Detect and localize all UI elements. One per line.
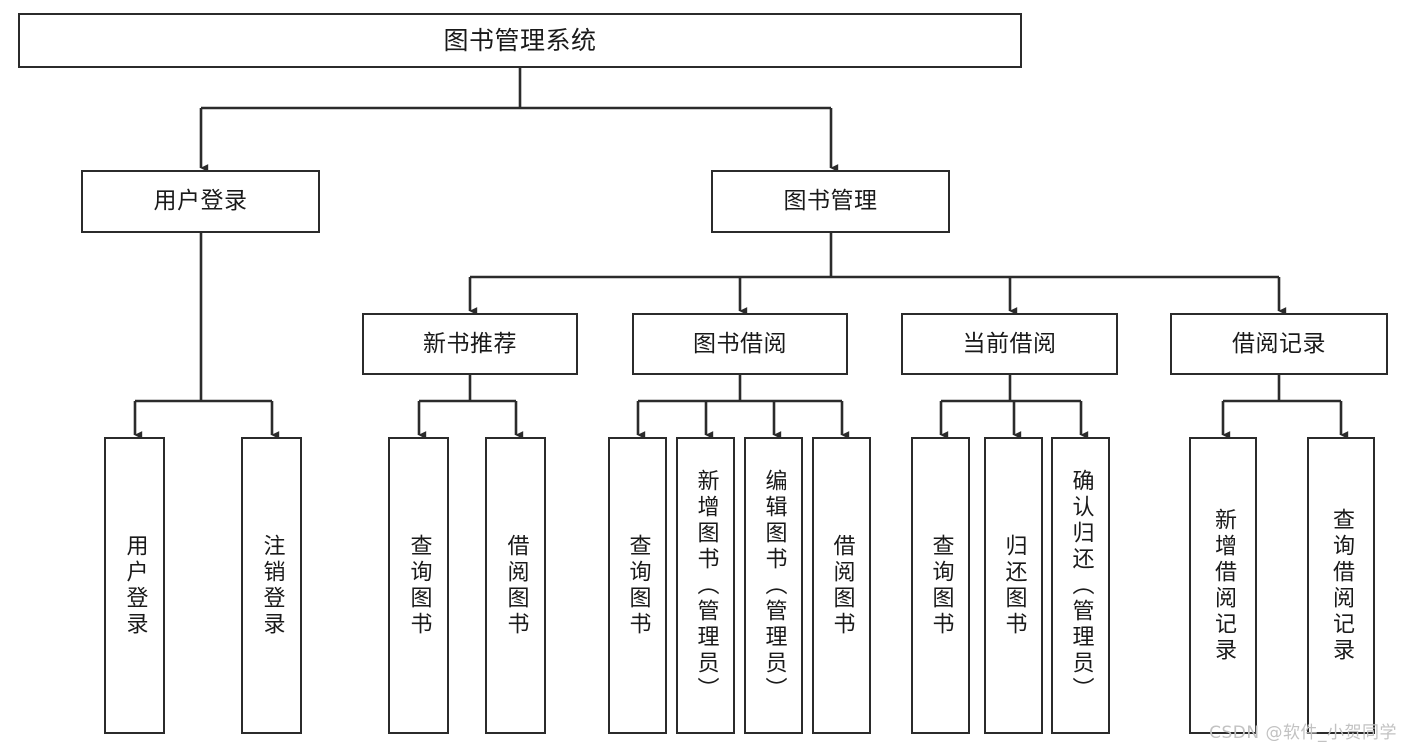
node-label: 编辑图书（管理员） — [761, 468, 787, 703]
node-leaf-bb-borrow[interactable]: 借阅图书 — [812, 437, 871, 734]
node-leaf-cb-return[interactable]: 归还图书 — [984, 437, 1043, 734]
node-leaf-br-query[interactable]: 查询借阅记录 — [1307, 437, 1375, 734]
node-leaf-user-logout[interactable]: 注销登录 — [241, 437, 302, 734]
node-label: 用户登录 — [153, 188, 248, 215]
node-leaf-nb-borrow[interactable]: 借阅图书 — [485, 437, 546, 734]
node-user-login[interactable]: 用户登录 — [81, 170, 320, 233]
node-book-manage[interactable]: 图书管理 — [711, 170, 950, 233]
node-label: 查询图书 — [625, 533, 651, 638]
node-label: 用户登录 — [122, 533, 148, 638]
node-leaf-cb-query[interactable]: 查询图书 — [911, 437, 970, 734]
node-label: 当前借阅 — [962, 330, 1057, 357]
node-label: 借阅图书 — [503, 533, 529, 638]
node-borrow-record[interactable]: 借阅记录 — [1170, 313, 1388, 375]
node-leaf-user-login[interactable]: 用户登录 — [104, 437, 165, 734]
node-root[interactable]: 图书管理系统 — [18, 13, 1022, 68]
node-label: 查询图书 — [406, 533, 432, 638]
node-label: 借阅图书 — [829, 533, 855, 638]
node-leaf-nb-query[interactable]: 查询图书 — [388, 437, 449, 734]
node-leaf-bb-edit[interactable]: 编辑图书（管理员） — [744, 437, 803, 734]
node-current-borrow[interactable]: 当前借阅 — [901, 313, 1118, 375]
node-label: 图书借阅 — [693, 330, 787, 357]
node-leaf-bb-query[interactable]: 查询图书 — [608, 437, 667, 734]
node-label: 借阅记录 — [1232, 330, 1326, 357]
node-label: 确认归还（管理员） — [1068, 468, 1094, 703]
node-label: 新增借阅记录 — [1211, 507, 1236, 664]
watermark-label: CSDN @软件_小贺同学 — [1209, 723, 1397, 743]
node-leaf-bb-add[interactable]: 新增图书（管理员） — [676, 437, 735, 734]
node-label: 新书推荐 — [423, 330, 517, 357]
node-label: 查询借阅记录 — [1329, 507, 1354, 664]
node-leaf-cb-confirm[interactable]: 确认归还（管理员） — [1051, 437, 1110, 734]
connector-paths — [133, 68, 1349, 439]
node-label: 图书管理 — [783, 188, 878, 215]
node-label: 查询图书 — [928, 533, 954, 638]
node-leaf-br-add[interactable]: 新增借阅记录 — [1189, 437, 1257, 734]
node-book-borrow[interactable]: 图书借阅 — [632, 313, 848, 375]
node-label: 新增图书（管理员） — [693, 468, 719, 703]
node-label: 注销登录 — [259, 533, 285, 638]
node-label: 图书管理系统 — [443, 26, 597, 55]
node-label: 归还图书 — [1001, 533, 1027, 638]
node-new-books[interactable]: 新书推荐 — [362, 313, 578, 375]
